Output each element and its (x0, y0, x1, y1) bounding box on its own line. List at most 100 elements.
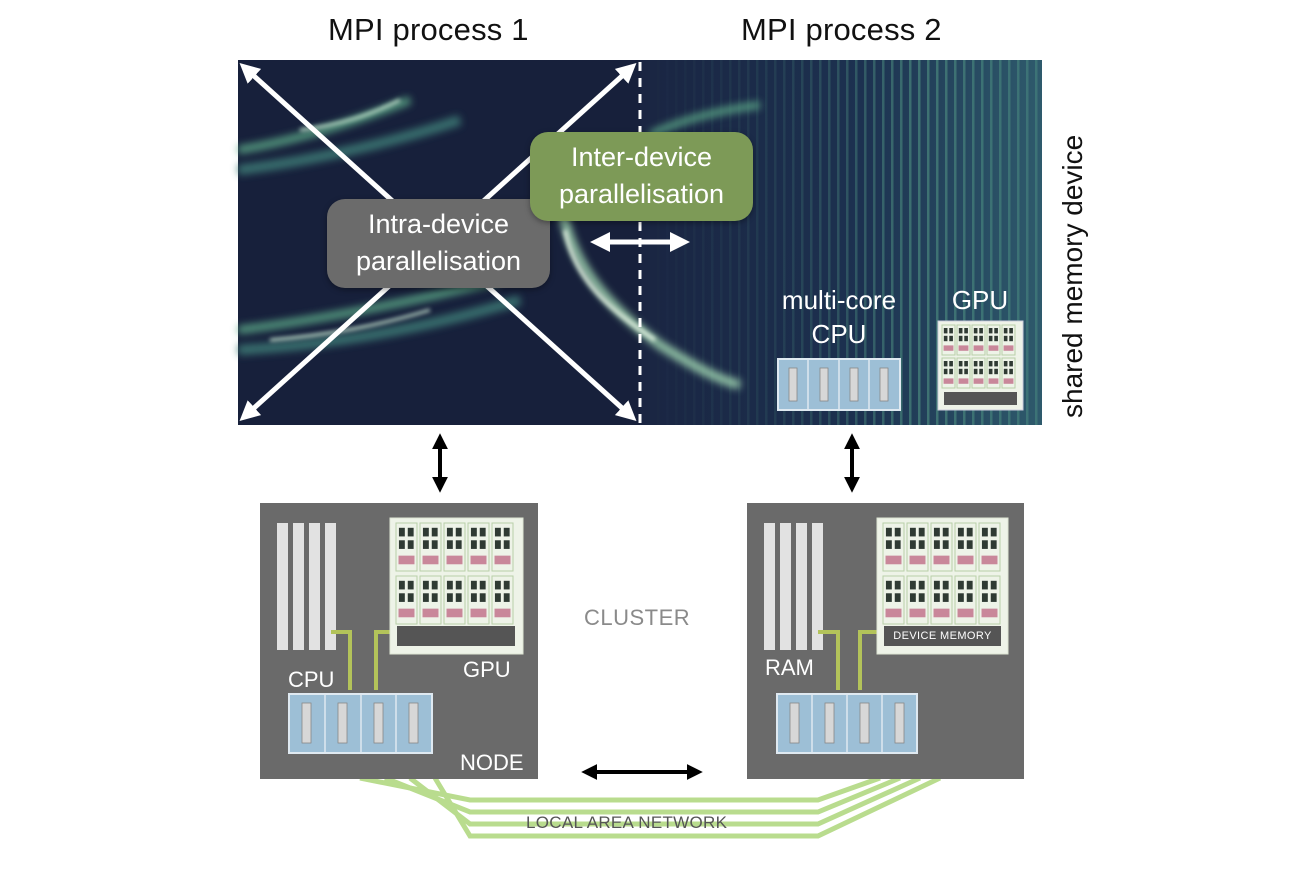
gpu-core-unit (990, 593, 997, 602)
gpu-core-unit (933, 540, 940, 549)
node2-cpu-chip-icon (776, 693, 918, 754)
node2-device-memory-label: DEVICE MEMORY (893, 630, 992, 642)
gpu-core-unit (1003, 328, 1008, 334)
gpu-core-unit (988, 335, 993, 342)
gpu-core-unit (407, 527, 414, 537)
gpu-core-unit (918, 593, 925, 602)
gpu-core-unit (479, 527, 486, 537)
gpu-core-cell (443, 522, 466, 572)
gpu-core-unit (981, 580, 988, 590)
gpu-core-unit (918, 580, 925, 590)
gpu-core-unit (958, 361, 963, 367)
gpu-core-unit (885, 527, 892, 537)
gpu-core-cell (978, 522, 1001, 572)
gpu-core-unit (957, 527, 964, 537)
gpu-core-cell (986, 357, 1001, 389)
gpu-core-cell (419, 575, 442, 625)
gpu-cache-unit (933, 555, 950, 565)
node1-cpu-chip-icon (288, 693, 433, 754)
gpu-core-unit (470, 580, 477, 590)
gpu-cache-unit (958, 345, 969, 351)
gpu-core-cell (1001, 357, 1016, 389)
gpu-core-unit (966, 527, 973, 537)
gpu-core-cell (930, 575, 953, 625)
gpu-core-unit (990, 580, 997, 590)
gpu-core-unit (909, 580, 916, 590)
gpu-core-unit (494, 593, 501, 602)
ram-stick-icon (277, 523, 336, 650)
gpu-core-unit (422, 593, 429, 602)
gpu-cache-unit (494, 555, 511, 565)
gpu-core-unit (981, 540, 988, 549)
gpu-core-unit (479, 540, 486, 549)
gpu-core-unit (918, 540, 925, 549)
gpu-core-unit (1009, 328, 1013, 334)
gpu-core-unit (933, 580, 940, 590)
gpu-cache-unit (988, 378, 999, 384)
cpu-chip-icon (777, 358, 901, 411)
gpu-cache-unit (1003, 378, 1014, 384)
gpu-cache-unit (981, 608, 998, 618)
gpu-core-cell (906, 522, 929, 572)
gpu-core-cell (930, 522, 953, 572)
gpu-core-unit (431, 580, 438, 590)
gpu-core-unit (958, 368, 963, 375)
gpu-core-unit (398, 580, 405, 590)
gpu-cache-unit (957, 555, 974, 565)
gpu-core-unit (949, 335, 953, 342)
gpu-core-unit (431, 593, 438, 602)
gpu-core-unit (994, 335, 998, 342)
gpu-core-unit (966, 593, 973, 602)
gpu-cache-unit (973, 378, 984, 384)
gpu-core-unit (943, 335, 948, 342)
gpu-core-unit (431, 527, 438, 537)
node2-ram-label: RAM (765, 655, 814, 680)
gpu-core-unit (470, 540, 477, 549)
gpu-core-unit (943, 361, 948, 367)
gpu-core-cell (956, 357, 971, 389)
gpu-core-unit (909, 527, 916, 537)
gpu-core-cell (906, 575, 929, 625)
gpu-cache-unit (398, 608, 415, 618)
gpu-core-unit (494, 527, 501, 537)
gpu-core-unit (979, 328, 983, 334)
gpu-core-unit (455, 593, 462, 602)
node1-node-label: NODE (460, 750, 524, 775)
gpu-core-unit (990, 540, 997, 549)
gpu-core-unit (407, 540, 414, 549)
gpu-core-unit (909, 593, 916, 602)
gpu-core-unit (494, 580, 501, 590)
gpu-core-unit (942, 593, 949, 602)
gpu-core-cell (986, 324, 1001, 356)
gpu-core-unit (455, 540, 462, 549)
gpu-core-unit (964, 368, 968, 375)
gpu-core-unit (398, 527, 405, 537)
gpu-core-unit (988, 328, 993, 334)
gpu-core-unit (973, 368, 978, 375)
gpu-cache-unit (933, 608, 950, 618)
local-area-network-cables (359, 775, 942, 839)
gpu-core-cell (941, 357, 956, 389)
gpu-cache-unit (446, 555, 463, 565)
gpu-core-unit (431, 540, 438, 549)
gpu-core-cell (419, 522, 442, 572)
gpu-core-unit (455, 580, 462, 590)
gpu-core-unit (885, 593, 892, 602)
gpu-core-unit (957, 540, 964, 549)
inter-device-pill-line-2: parallelisation (558, 179, 725, 209)
gpu-core-unit (933, 593, 940, 602)
node1-gpu-label: GPU (463, 657, 511, 682)
gpu-core-unit (455, 527, 462, 537)
gpu-cache-unit (1003, 345, 1014, 351)
gpu-core-unit (979, 361, 983, 367)
gpu-core-cell (491, 575, 514, 625)
gpu-core-unit (981, 593, 988, 602)
gpu-core-unit (964, 335, 968, 342)
gpu-core-cell (491, 522, 514, 572)
gpu-core-unit (470, 593, 477, 602)
gpu-core-unit (988, 361, 993, 367)
gpu-core-unit (994, 368, 998, 375)
gpu-core-cell (1001, 324, 1016, 356)
inter-device-pill-line-1: Inter-device (570, 142, 713, 172)
gpu-core-unit (446, 580, 453, 590)
